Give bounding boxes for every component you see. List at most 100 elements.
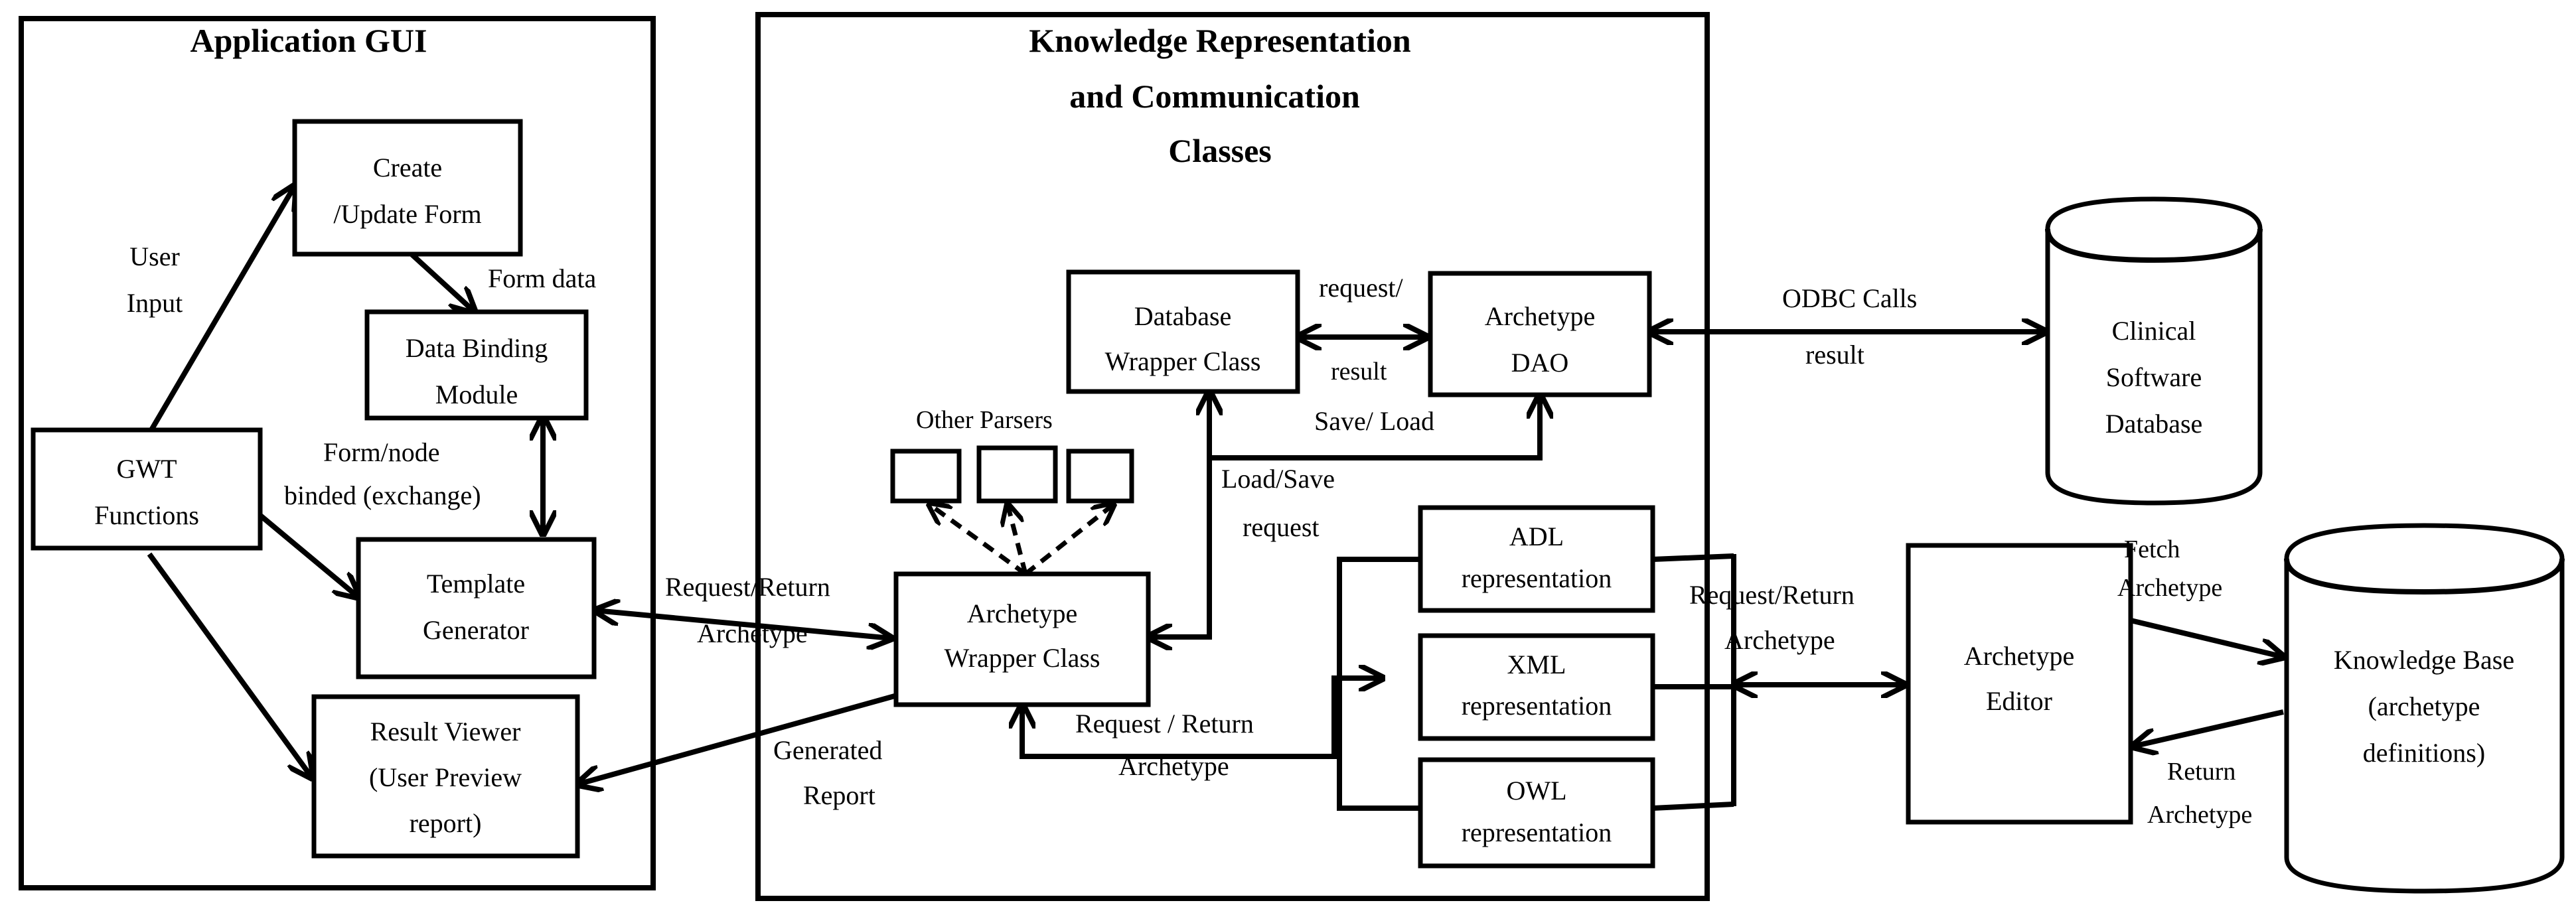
archetype-dao-box: Archetype DAO xyxy=(1428,271,1652,397)
label-result-small: result xyxy=(1331,358,1387,386)
adl-to-trunk xyxy=(1652,553,1734,562)
svg-text:report): report) xyxy=(410,808,482,838)
clinical-software-database-cylinder: Clinical Software Database xyxy=(2045,196,2263,506)
label-return-1: Return xyxy=(2167,758,2235,786)
arrow-load-save-request xyxy=(1148,458,1212,637)
svg-text:Software: Software xyxy=(2106,362,2202,392)
label-request-return-left-2: Archetype xyxy=(697,618,808,648)
label-fetch-1: Fetch xyxy=(2124,535,2180,563)
archetype-wrapper-class-box: Archetype Wrapper Class xyxy=(893,571,1151,707)
krc-title-line-3: Classes xyxy=(1168,132,1272,169)
svg-text:Result Viewer: Result Viewer xyxy=(370,717,521,746)
arrow-template-archetype-wrapper xyxy=(595,610,891,638)
svg-text:Module: Module xyxy=(435,380,518,409)
label-form-node-1: Form/node xyxy=(323,437,440,467)
krc-title-line-1: Knowledge Representation xyxy=(1029,22,1411,59)
parser-box-1 xyxy=(890,449,962,504)
svg-text:Create: Create xyxy=(373,153,442,182)
svg-text:Wrapper Class: Wrapper Class xyxy=(945,643,1100,673)
label-user-input-1: User xyxy=(129,242,180,271)
result-viewer-box: Result Viewer (User Preview report) xyxy=(311,694,580,859)
arrow-request-return-bottom xyxy=(1022,678,1383,759)
data-binding-module-box: Data Binding Module xyxy=(364,309,589,421)
arrow-editor-to-knowledge-base xyxy=(2130,618,2283,657)
label-request-slash: request/ xyxy=(1319,273,1404,303)
label-load-save-1: Load/Save xyxy=(1221,464,1335,494)
svg-text:/Update Form: /Update Form xyxy=(333,199,481,229)
label-generated-report-2: Report xyxy=(803,780,875,810)
svg-text:Archetype: Archetype xyxy=(1485,301,1596,331)
label-other-parsers: Other Parsers xyxy=(916,406,1053,434)
application-gui-title: Application GUI xyxy=(190,22,427,59)
svg-text:Data Binding: Data Binding xyxy=(406,333,548,363)
svg-text:representation: representation xyxy=(1462,817,1612,847)
label-save-load: Save/ Load xyxy=(1314,406,1434,436)
svg-text:Database: Database xyxy=(2105,409,2203,439)
label-form-data: Form data xyxy=(488,263,597,293)
label-return-2: Archetype xyxy=(2147,801,2252,829)
arrow-gwt-to-template xyxy=(257,512,358,597)
parser-box-2 xyxy=(976,445,1058,504)
arrow-gwt-to-create-form xyxy=(149,186,295,432)
svg-text:Clinical: Clinical xyxy=(2112,316,2196,346)
knowledge-base-cylinder: Knowledge Base (archetype definitions) xyxy=(2284,523,2565,894)
label-generated-report-1: Generated xyxy=(773,735,882,765)
label-result: result xyxy=(1805,340,1864,370)
svg-text:Generator: Generator xyxy=(423,615,529,645)
label-request-return-bottom-2: Archetype xyxy=(1118,751,1229,781)
krc-title-line-2: and Communication xyxy=(1069,78,1360,115)
database-wrapper-class-box: Database Wrapper Class xyxy=(1066,269,1300,394)
representation-bracket-left xyxy=(1337,557,1420,811)
svg-text:Wrapper Class: Wrapper Class xyxy=(1105,346,1261,376)
parser-boxes xyxy=(890,445,1134,504)
svg-text:representation: representation xyxy=(1462,563,1612,593)
arrow-create-form-to-data-binding xyxy=(410,252,475,312)
create-update-form-box: Create /Update Form xyxy=(292,119,523,257)
label-request-return-left-1: Request/Return xyxy=(665,572,830,602)
dashed-arrow-parser-3 xyxy=(1023,504,1114,576)
edge-labels: User Input Form data Form/node binded (e… xyxy=(127,242,2252,829)
label-fetch-2: Archetype xyxy=(2117,574,2222,602)
svg-text:Editor: Editor xyxy=(1986,686,2052,716)
parser-box-3 xyxy=(1066,449,1134,504)
svg-text:DAO: DAO xyxy=(1511,348,1569,378)
label-odbc-calls: ODBC Calls xyxy=(1782,283,1917,313)
svg-text:definitions): definitions) xyxy=(2363,738,2485,768)
svg-text:Database: Database xyxy=(1134,301,1232,331)
arrow-wrapper-to-result-viewer xyxy=(577,692,901,784)
knowledge-representation-panel: Knowledge Representation and Communicati… xyxy=(755,12,1710,901)
svg-text:Template: Template xyxy=(427,569,525,598)
svg-text:(archetype: (archetype xyxy=(2368,691,2480,721)
arrow-gwt-to-result-viewer xyxy=(147,552,312,778)
template-generator-box: Template Generator xyxy=(356,537,597,679)
connectors xyxy=(147,186,2284,811)
application-gui-panel: Application GUI xyxy=(19,16,656,890)
label-form-node-2: binded (exchange) xyxy=(284,480,481,510)
svg-text:Knowledge Base: Knowledge Base xyxy=(2334,645,2514,675)
owl-to-trunk xyxy=(1652,802,1734,811)
svg-text:ADL: ADL xyxy=(1509,522,1564,551)
svg-text:GWT: GWT xyxy=(116,454,177,484)
adl-representation-box: ADL representation xyxy=(1418,505,1655,613)
label-request-return-bottom-1: Request / Return xyxy=(1075,709,1254,738)
label-load-save-2: request xyxy=(1243,512,1320,542)
gwt-functions-box: GWT Functions xyxy=(31,427,263,551)
label-user-input-2: Input xyxy=(127,288,183,318)
svg-text:Archetype: Archetype xyxy=(967,598,1078,628)
archetype-editor-box: Archetype Editor xyxy=(1906,543,2133,825)
label-request-return-right-1: Request/Return xyxy=(1689,580,1855,610)
svg-text:(User Preview: (User Preview xyxy=(369,762,522,792)
svg-text:OWL: OWL xyxy=(1506,776,1566,806)
dashed-arrow-parser-2 xyxy=(1008,504,1028,575)
svg-text:Functions: Functions xyxy=(94,500,199,530)
svg-text:XML: XML xyxy=(1507,650,1566,679)
arrow-save-load xyxy=(1209,391,1540,460)
owl-representation-box: OWL representation xyxy=(1418,757,1655,869)
svg-text:representation: representation xyxy=(1462,691,1612,721)
label-request-return-right-2: Archetype xyxy=(1724,625,1835,655)
arrow-knowledge-base-to-editor xyxy=(2133,709,2284,746)
xml-representation-box: XML representation xyxy=(1418,633,1655,741)
svg-text:Archetype: Archetype xyxy=(1964,641,2075,671)
